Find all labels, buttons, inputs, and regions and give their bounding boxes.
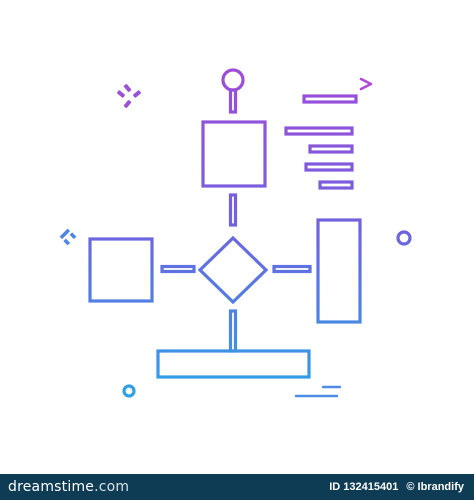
left-process-box [88,237,154,303]
decision-diamond [197,235,269,305]
brand-logo: dreamstime.com [8,479,130,495]
flowchart-illustration [59,68,412,398]
sparkle-icon [117,84,141,108]
dot-icon [396,230,412,246]
upper-connector [228,193,238,227]
end-process-box [156,349,311,379]
right-process-box [316,218,362,324]
start-node-icon [221,68,245,92]
top-process-box [201,120,267,188]
start-connector [228,88,238,114]
sparkle-icon [59,228,77,246]
lower-connector [228,309,238,353]
watermark-footer: dreamstime.com ID 132415401 © Ibrandify [0,474,474,500]
author-credit: © Ibrandify [406,481,464,493]
text-line [308,144,354,154]
image-credit: ID 132415401 © Ibrandify [329,481,464,493]
right-connector [272,264,312,274]
text-line [302,94,358,104]
chevron-right-icon [359,77,373,91]
left-connector [160,264,196,274]
image-id: ID 132415401 [329,481,399,493]
text-line [304,162,354,172]
dot-icon [122,384,136,398]
text-line [318,180,354,190]
text-line [284,126,354,136]
